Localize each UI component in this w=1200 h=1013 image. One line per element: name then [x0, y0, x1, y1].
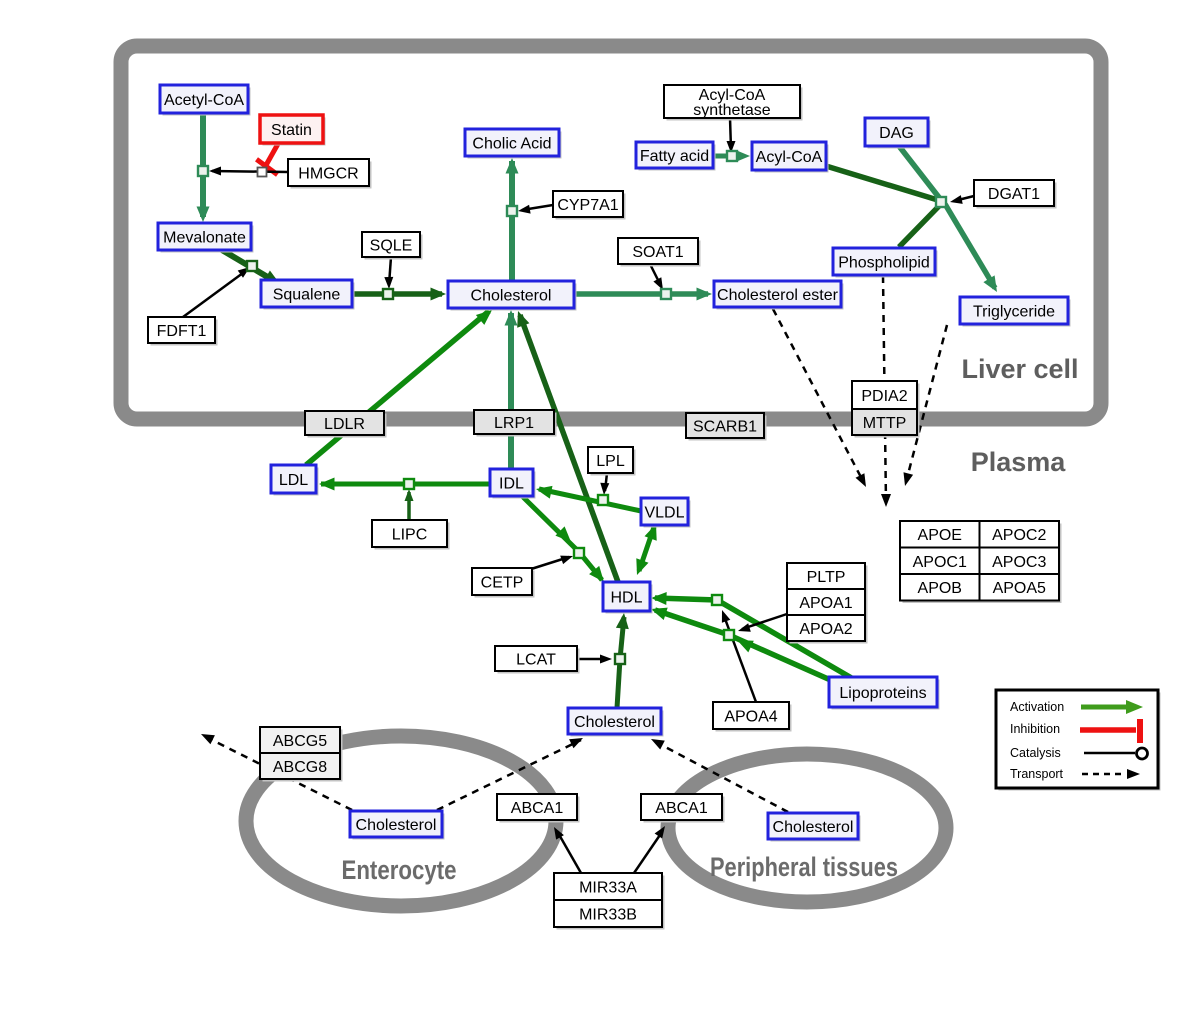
svg-text:Transport: Transport — [1010, 767, 1064, 781]
svg-text:Cholic Acid: Cholic Acid — [472, 136, 551, 153]
svg-text:APOB: APOB — [918, 580, 962, 597]
svg-text:LDL: LDL — [279, 472, 308, 489]
svg-text:APOC2: APOC2 — [992, 527, 1046, 544]
svg-text:APOA2: APOA2 — [799, 621, 852, 638]
svg-text:IDL: IDL — [499, 476, 524, 493]
svg-text:APOA4: APOA4 — [724, 709, 777, 726]
svg-text:DAG: DAG — [879, 125, 914, 142]
svg-text:LPL: LPL — [596, 453, 625, 470]
svg-text:APOC1: APOC1 — [913, 554, 967, 571]
svg-text:Fatty acid: Fatty acid — [640, 148, 709, 165]
svg-text:synthetase: synthetase — [693, 102, 770, 119]
svg-text:DGAT1: DGAT1 — [988, 186, 1040, 203]
svg-text:Lipoproteins: Lipoproteins — [839, 685, 926, 702]
svg-text:Acyl-CoA: Acyl-CoA — [756, 149, 823, 166]
svg-text:APOC3: APOC3 — [992, 554, 1046, 571]
svg-text:Cholesterol ester: Cholesterol ester — [717, 287, 839, 304]
svg-text:MIR33A: MIR33A — [579, 880, 637, 897]
svg-text:Enterocyte: Enterocyte — [342, 855, 457, 885]
svg-text:Phospholipid: Phospholipid — [838, 255, 930, 272]
svg-text:SOAT1: SOAT1 — [632, 244, 683, 261]
svg-text:FDFT1: FDFT1 — [157, 323, 207, 340]
svg-text:Catalysis: Catalysis — [1010, 746, 1061, 760]
svg-text:APOE: APOE — [918, 527, 962, 544]
svg-text:Triglyceride: Triglyceride — [973, 304, 1055, 321]
svg-text:APOA5: APOA5 — [993, 580, 1046, 597]
svg-text:MTTP: MTTP — [863, 415, 907, 432]
svg-text:Cholesterol: Cholesterol — [574, 714, 655, 731]
svg-text:LRP1: LRP1 — [494, 415, 534, 432]
svg-text:Cholesterol: Cholesterol — [471, 288, 552, 305]
svg-text:Acetyl-CoA: Acetyl-CoA — [164, 92, 244, 109]
svg-text:Cholesterol: Cholesterol — [356, 817, 437, 834]
svg-text:APOA1: APOA1 — [799, 595, 852, 612]
svg-text:Plasma: Plasma — [971, 447, 1067, 477]
svg-text:HDL: HDL — [610, 590, 642, 607]
svg-text:Cholesterol: Cholesterol — [773, 819, 854, 836]
svg-text:ABCA1: ABCA1 — [655, 800, 708, 817]
svg-text:PLTP: PLTP — [807, 569, 846, 586]
svg-text:LIPC: LIPC — [392, 527, 428, 544]
svg-text:VLDL: VLDL — [644, 505, 684, 522]
svg-text:CETP: CETP — [481, 575, 524, 592]
svg-text:LDLR: LDLR — [324, 416, 365, 433]
svg-text:Mevalonate: Mevalonate — [163, 230, 246, 247]
svg-text:CYP7A1: CYP7A1 — [557, 197, 618, 214]
svg-text:Peripheral tissues: Peripheral tissues — [710, 852, 898, 882]
svg-text:ABCG5: ABCG5 — [273, 733, 327, 750]
svg-text:Acyl-CoA: Acyl-CoA — [699, 87, 766, 104]
svg-text:SQLE: SQLE — [370, 238, 413, 255]
svg-text:SCARB1: SCARB1 — [693, 419, 757, 436]
svg-text:LCAT: LCAT — [516, 652, 556, 669]
svg-text:HMGCR: HMGCR — [298, 166, 358, 183]
svg-text:Activation: Activation — [1010, 700, 1064, 714]
svg-text:Liver cell: Liver cell — [961, 354, 1078, 384]
svg-text:ABCA1: ABCA1 — [511, 800, 564, 817]
svg-text:ABCG8: ABCG8 — [273, 759, 327, 776]
svg-text:Squalene: Squalene — [273, 287, 341, 304]
svg-text:Inhibition: Inhibition — [1010, 722, 1060, 736]
svg-text:PDIA2: PDIA2 — [861, 388, 907, 405]
svg-text:MIR33B: MIR33B — [579, 907, 637, 924]
svg-text:Statin: Statin — [271, 122, 312, 139]
